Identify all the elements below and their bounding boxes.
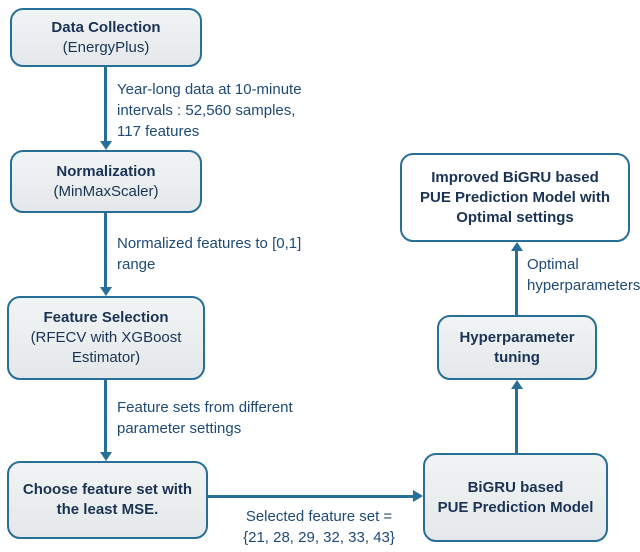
arrow-data-to-normalization-line (104, 67, 107, 141)
arrow-feature-selection-to-choose-line (104, 380, 107, 452)
node-normalization-title: Normalization (56, 162, 156, 180)
arrow-normalization-to-feature-selection-head (100, 287, 112, 296)
node-data-collection-title: Data Collection (51, 18, 161, 36)
arrow-bigru-to-tuning-line (515, 389, 518, 453)
node-hyperparameter-tuning: Hyperparameter tuning (437, 315, 597, 380)
arrow-feature-selection-to-choose-head (100, 452, 112, 461)
arrow-data-to-normalization-head (100, 141, 112, 150)
edge-label-choose-to-bigru: Selected feature set = {21, 28, 29, 32, … (243, 508, 395, 546)
arrow-normalization-to-feature-selection-line (104, 213, 107, 287)
edge-label-tuning-to-improved: Optimal hyperparameters (527, 256, 640, 294)
node-bigru-model-title: BiGRU based PUE Prediction Model (437, 478, 594, 516)
arrow-bigru-to-tuning-head (511, 380, 523, 389)
node-feature-selection-subtitle: (RFECV with XGBoost Estimator) (30, 329, 182, 366)
node-improved-model-title: Improved BiGRU based PUE Prediction Mode… (419, 168, 610, 226)
arrow-choose-to-bigru-line (208, 495, 414, 498)
edge-label-feature-selection-to-choose: Feature sets from different parameter se… (117, 399, 293, 437)
arrow-choose-to-bigru-head (413, 490, 423, 502)
arrow-tuning-to-improved-head (511, 242, 523, 251)
arrow-tuning-to-improved-line (515, 251, 518, 315)
node-improved-model: Improved BiGRU based PUE Prediction Mode… (400, 153, 630, 242)
edge-label-data-to-normalization: Year-long data at 10-minute intervals : … (117, 81, 302, 140)
node-data-collection: Data Collection (EnergyPlus) (10, 8, 202, 67)
node-choose-feature-set: Choose feature set with the least MSE. (7, 461, 208, 539)
node-bigru-model: BiGRU based PUE Prediction Model (423, 453, 608, 542)
node-choose-feature-set-title: Choose feature set with the least MSE. (22, 481, 193, 518)
node-normalization: Normalization (MinMaxScaler) (10, 150, 202, 213)
node-feature-selection: Feature Selection (RFECV with XGBoost Es… (7, 296, 205, 380)
node-hyperparameter-tuning-title: Hyperparameter tuning (459, 328, 575, 366)
node-feature-selection-title: Feature Selection (43, 309, 169, 326)
node-normalization-subtitle: (MinMaxScaler) (53, 182, 159, 200)
edge-label-normalization-to-feature-selection: Normalized features to [0,1] range (117, 235, 302, 273)
node-data-collection-subtitle: (EnergyPlus) (62, 38, 150, 56)
